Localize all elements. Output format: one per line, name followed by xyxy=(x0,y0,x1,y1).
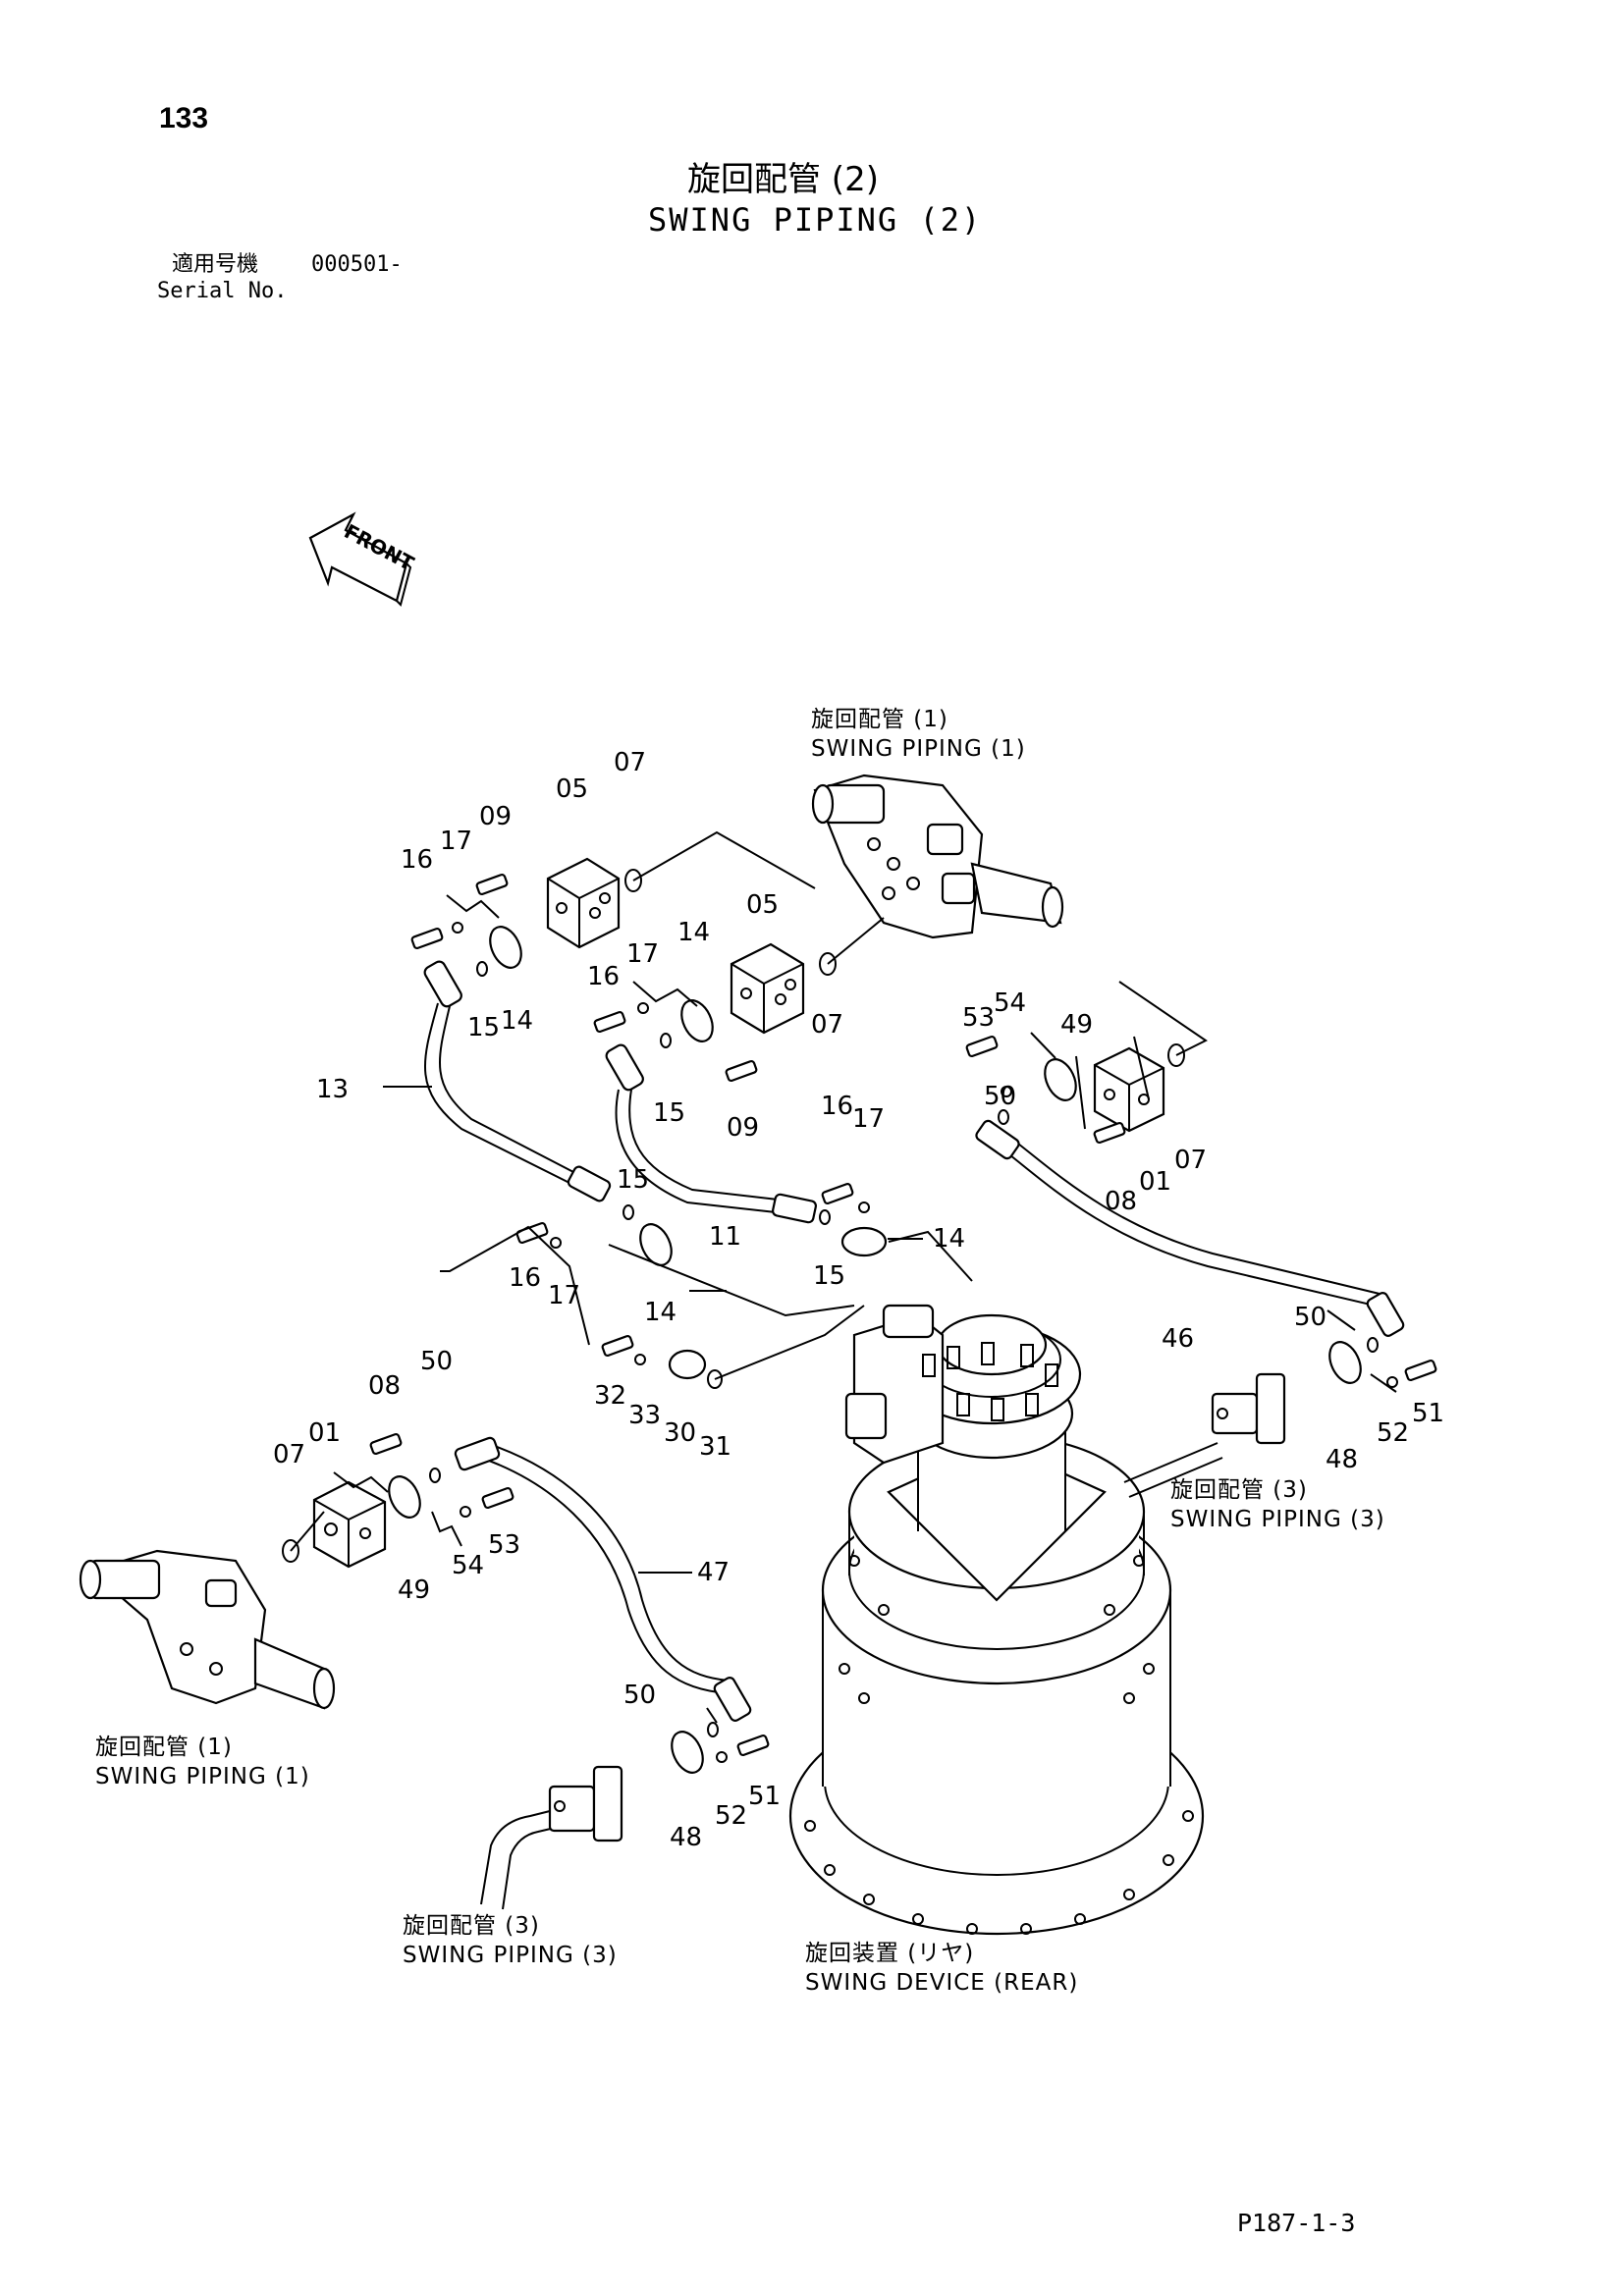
part-label-08: 08 xyxy=(368,1371,401,1401)
hose-13 xyxy=(423,960,612,1202)
swing-piping-1-valve-top xyxy=(811,774,1064,939)
part-label-14: 14 xyxy=(933,1224,965,1254)
part-label-33: 33 xyxy=(628,1401,661,1430)
ref-swing-device-rear: 旋回装置 (リヤ) SWING DEVICE (REAR) xyxy=(805,1939,1078,1998)
ref-swing-device-rear-jp: 旋回装置 (リヤ) xyxy=(805,1941,975,1966)
ref-swing-piping-3-right: 旋回配管 (3) SWING PIPING (3) xyxy=(1170,1475,1385,1534)
part-label-48: 48 xyxy=(1326,1445,1358,1474)
part-label-15: 15 xyxy=(617,1165,649,1195)
part-label-52: 52 xyxy=(715,1801,747,1831)
part-label-51: 51 xyxy=(748,1782,781,1811)
part-label-30: 30 xyxy=(664,1418,696,1448)
part-label-07: 07 xyxy=(1174,1146,1207,1175)
ref-swing-device-rear-en: SWING DEVICE (REAR) xyxy=(805,1970,1079,1996)
ref-swing-piping-1-top-jp: 旋回配管 (1) xyxy=(811,707,948,732)
block-05-b xyxy=(730,942,805,1035)
ref-swing-piping-3-bottom-en: SWING PIPING (3) xyxy=(403,1943,618,1968)
part-label-07: 07 xyxy=(614,748,646,777)
serial-label-en: Serial No. xyxy=(157,279,288,303)
ref-swing-piping-1-top: 旋回配管 (1) SWING PIPING (1) xyxy=(811,705,1026,764)
part-label-07: 07 xyxy=(811,1010,843,1040)
part-label-11: 11 xyxy=(709,1222,741,1252)
part-label-16: 16 xyxy=(587,962,620,991)
part-label-16: 16 xyxy=(401,845,433,875)
part-label-49: 49 xyxy=(1060,1010,1093,1040)
part-label-01: 01 xyxy=(1139,1167,1171,1197)
part-label-48: 48 xyxy=(670,1823,702,1852)
part-label-14: 14 xyxy=(501,1006,533,1036)
leader-lines xyxy=(290,830,1397,1724)
part-label-50: 50 xyxy=(623,1681,656,1710)
part-label-15: 15 xyxy=(467,1013,500,1042)
part-label-17: 17 xyxy=(852,1104,885,1134)
swing-piping-3-bottom-fitting xyxy=(480,1765,623,1910)
ref-swing-piping-1-top-en: SWING PIPING (1) xyxy=(811,736,1026,762)
small-fittings xyxy=(282,869,1437,1774)
part-label-47: 47 xyxy=(697,1558,730,1587)
ref-swing-piping-3-right-jp: 旋回配管 (3) xyxy=(1170,1477,1308,1503)
swing-piping-3-right-fitting xyxy=(1123,1372,1286,1498)
part-label-51: 51 xyxy=(1412,1399,1444,1428)
hose-47 xyxy=(454,1436,752,1722)
hose-46 xyxy=(975,1119,1405,1337)
part-label-01: 01 xyxy=(308,1418,341,1448)
part-label-17: 17 xyxy=(626,939,659,969)
page-title-en: SWING PIPING (2) xyxy=(648,201,983,239)
part-label-53: 53 xyxy=(488,1530,520,1560)
block-01-b xyxy=(312,1480,387,1569)
part-label-17: 17 xyxy=(548,1281,580,1310)
part-label-31: 31 xyxy=(699,1432,731,1462)
part-label-53: 53 xyxy=(962,1003,995,1033)
block-05-a xyxy=(546,857,621,949)
part-label-50: 50 xyxy=(420,1347,453,1376)
part-label-09: 09 xyxy=(727,1113,759,1143)
page-number: 133 xyxy=(159,102,209,134)
part-labels: 16 17 09 05 07 15 14 13 16 17 14 05 07 1… xyxy=(273,748,1444,1852)
part-label-46: 46 xyxy=(1162,1324,1194,1354)
part-label-54: 54 xyxy=(452,1551,484,1580)
part-label-15: 15 xyxy=(653,1098,685,1128)
ref-swing-piping-1-left-en: SWING PIPING (1) xyxy=(95,1764,310,1789)
part-label-54: 54 xyxy=(994,988,1026,1018)
part-label-17: 17 xyxy=(440,827,472,856)
swing-piping-1-valve-left xyxy=(79,1549,336,1710)
part-label-49: 49 xyxy=(398,1575,430,1605)
part-label-16: 16 xyxy=(821,1092,853,1121)
part-label-50: 50 xyxy=(1294,1303,1326,1332)
ref-swing-piping-3-bottom-jp: 旋回配管 (3) xyxy=(403,1913,540,1939)
part-label-32: 32 xyxy=(594,1381,626,1411)
front-arrow-icon: FRONT xyxy=(308,511,418,607)
part-label-15: 15 xyxy=(813,1261,845,1291)
part-label-05: 05 xyxy=(746,890,779,920)
ref-swing-piping-1-left: 旋回配管 (1) SWING PIPING (1) xyxy=(95,1733,310,1791)
part-label-14: 14 xyxy=(644,1298,677,1327)
block-01-a xyxy=(1093,1046,1165,1133)
hose-11 xyxy=(605,1043,817,1224)
part-label-52: 52 xyxy=(1377,1418,1409,1448)
serial-value: 000501- xyxy=(311,252,403,277)
part-label-50: 50 xyxy=(984,1082,1016,1111)
ref-swing-piping-1-left-jp: 旋回配管 (1) xyxy=(95,1735,233,1760)
part-label-13: 13 xyxy=(316,1075,349,1104)
part-label-09: 09 xyxy=(479,802,512,831)
part-label-07: 07 xyxy=(273,1440,305,1469)
part-label-14: 14 xyxy=(677,918,710,947)
swing-device-rear xyxy=(788,1304,1205,1936)
serial-label-jp: 適用号機 xyxy=(172,252,259,277)
ref-swing-piping-3-bottom: 旋回配管 (3) SWING PIPING (3) xyxy=(403,1911,618,1970)
part-label-08: 08 xyxy=(1105,1187,1137,1216)
part-label-16: 16 xyxy=(509,1263,541,1293)
part-label-05: 05 xyxy=(556,774,588,804)
footer-code: P187-1-3 xyxy=(1237,2209,1356,2237)
page-title-jp: 旋回配管 (2) xyxy=(687,160,879,199)
ref-swing-piping-3-right-en: SWING PIPING (3) xyxy=(1170,1507,1385,1532)
